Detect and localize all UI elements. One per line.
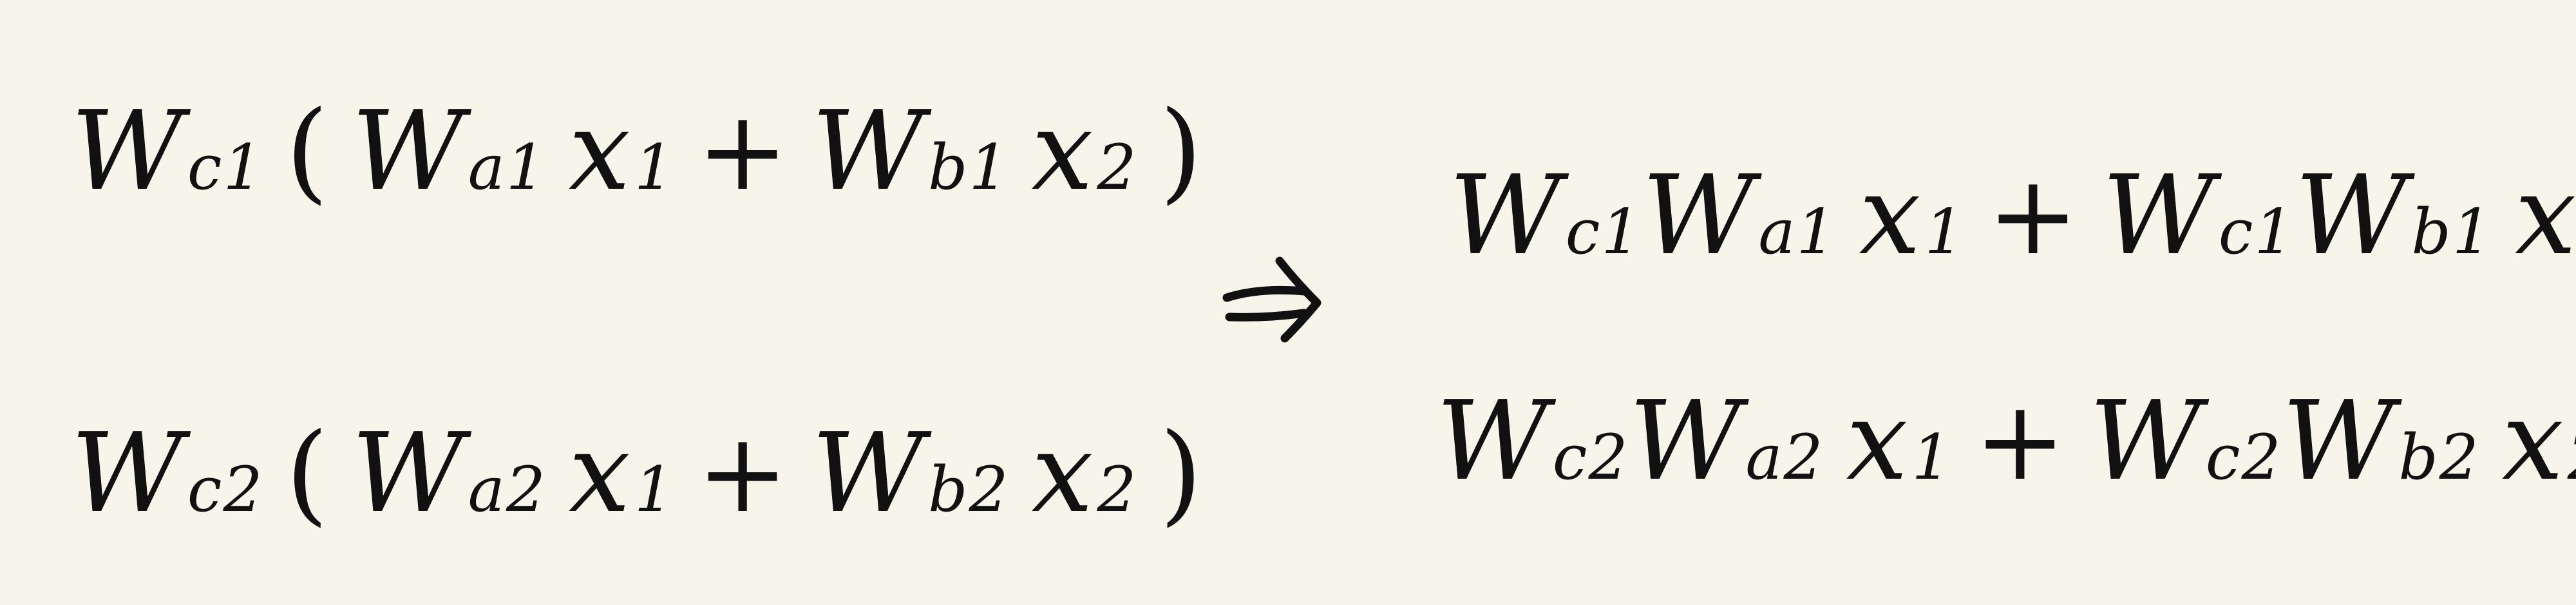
term2-variable: x — [1031, 410, 1095, 537]
outer-weight-subscript: c1 — [187, 131, 264, 204]
term2-weight-1-subscript: c2 — [2205, 421, 2282, 494]
term2-variable: x — [1031, 88, 1095, 215]
term2-weight-1: W — [2102, 152, 2216, 280]
plus-sign: + — [696, 410, 790, 537]
term2-variable: x — [2514, 152, 2576, 280]
open-paren: ( — [285, 88, 330, 215]
term1-weight-subscript: a1 — [468, 131, 547, 204]
term2-weight: W — [811, 88, 926, 215]
term2-weight-1-subscript: c1 — [2218, 196, 2295, 268]
plus-sign: + — [696, 88, 790, 215]
open-paren: ( — [285, 410, 330, 537]
left-equation-2: W c2 ( W a2 x 1 + W b2 x 2 ) — [71, 419, 1204, 528]
term2-weight-2-subscript: b1 — [2411, 196, 2493, 268]
term2-variable: x — [2501, 378, 2565, 505]
term1-weight-1-subscript: c2 — [1552, 421, 1629, 494]
plus-sign: + — [1974, 378, 2068, 505]
term1-weight-2: W — [1629, 378, 1743, 505]
term1-variable: x — [1846, 378, 1909, 505]
term2-weight-2: W — [2295, 152, 2409, 280]
term1-variable-subscript: 1 — [634, 454, 675, 526]
term2-variable-subscript: 2 — [1097, 131, 1138, 204]
term2-weight: W — [811, 410, 926, 537]
outer-weight: W — [71, 410, 185, 537]
close-paren: ) — [1159, 410, 1204, 537]
term1-variable-subscript: 1 — [634, 131, 675, 204]
term1-weight-1: W — [1449, 152, 1563, 280]
left-equation-1: W c1 ( W a1 x 1 + W b1 x 2 ) — [71, 97, 1204, 206]
term2-weight-2: W — [2282, 378, 2396, 505]
term1-weight-2-subscript: a1 — [1758, 196, 1837, 268]
term1-weight: W — [351, 410, 466, 537]
right-equation-2: W c2 W a2 x 1 + W c2 W b2 x 2 — [1436, 387, 2576, 496]
term1-weight: W — [351, 88, 466, 215]
term1-variable-subscript: 1 — [1911, 421, 1953, 494]
implies-arrow-icon — [1222, 256, 1321, 343]
term1-variable: x — [568, 410, 632, 537]
term1-variable-subscript: 1 — [1924, 196, 1965, 268]
term1-weight-1: W — [1436, 378, 1550, 505]
right-equation-1: W c1 W a1 x 1 + W c1 W b1 x 2 — [1449, 161, 2576, 271]
term1-weight-2-subscript: a2 — [1745, 421, 1824, 494]
term2-variable-subscript: 2 — [1097, 454, 1138, 526]
term1-variable: x — [568, 88, 632, 215]
term1-weight-subscript: a2 — [468, 454, 547, 526]
outer-weight-subscript: c2 — [187, 454, 264, 526]
term1-weight-2: W — [1642, 152, 1756, 280]
plus-sign: + — [1987, 152, 2081, 280]
term2-weight-subscript: b1 — [928, 131, 1010, 204]
term1-variable: x — [1859, 152, 1922, 280]
outer-weight: W — [71, 88, 185, 215]
term2-weight-1: W — [2089, 378, 2203, 505]
close-paren: ) — [1159, 88, 1204, 215]
term1-weight-1-subscript: c1 — [1565, 196, 1642, 268]
term2-variable-subscript: 2 — [2568, 427, 2576, 488]
term2-weight-subscript: b2 — [928, 454, 1010, 526]
term2-weight-2-subscript: b2 — [2398, 421, 2480, 494]
